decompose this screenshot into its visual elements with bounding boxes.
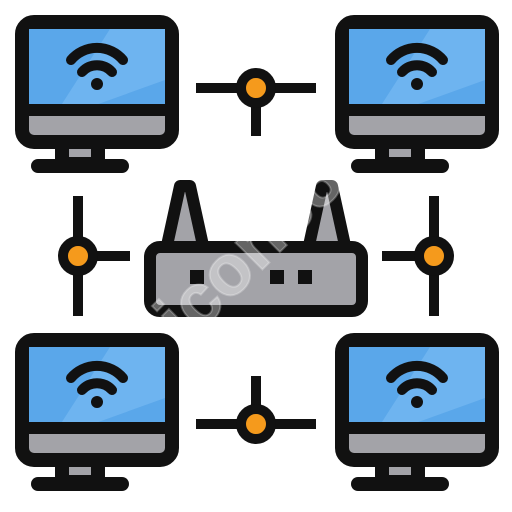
monitor-top-right — [342, 22, 492, 166]
node-top — [196, 73, 316, 136]
node-left — [63, 196, 130, 316]
monitor-bottom-right — [342, 340, 492, 484]
node-bottom — [196, 376, 316, 439]
monitor-bottom-left — [22, 340, 172, 484]
router-icon — [144, 180, 368, 317]
node-right — [382, 196, 449, 316]
monitor-top-left — [22, 22, 172, 166]
